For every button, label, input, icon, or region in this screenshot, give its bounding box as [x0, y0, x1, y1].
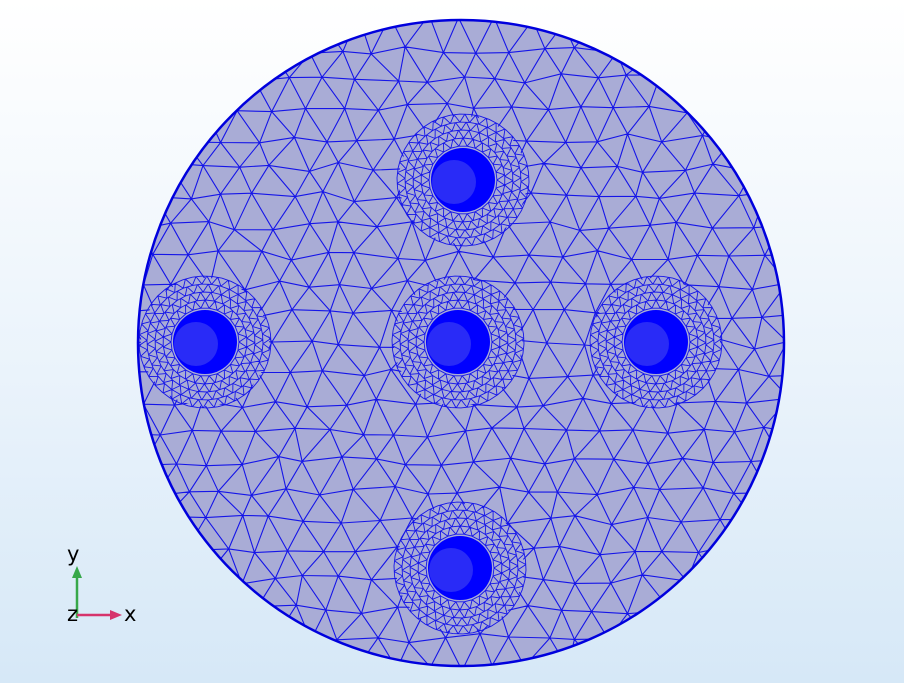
refinement-edges	[391, 275, 525, 409]
y-axis-label: y	[67, 542, 80, 566]
refined-hole-detail	[174, 322, 218, 366]
refinement-edges	[393, 501, 527, 635]
x-axis-arrowhead	[110, 610, 122, 620]
axis-orientation-triad: y z x	[55, 540, 165, 640]
axis-arrows	[72, 566, 122, 620]
refinement-edges	[589, 275, 723, 409]
x-axis-label: x	[124, 602, 137, 626]
refinement-edges	[396, 113, 530, 247]
domain-boundary	[136, 18, 786, 668]
refined-hole-detail	[427, 322, 471, 366]
y-axis-arrowhead	[72, 566, 82, 578]
refined-hole-detail	[429, 548, 473, 592]
z-axis-label: z	[67, 602, 79, 626]
refined-hole-detail	[432, 160, 476, 204]
refined-hole-detail	[625, 322, 669, 366]
refinement-edges	[138, 275, 272, 409]
mesh-refined-regions	[173, 148, 688, 600]
